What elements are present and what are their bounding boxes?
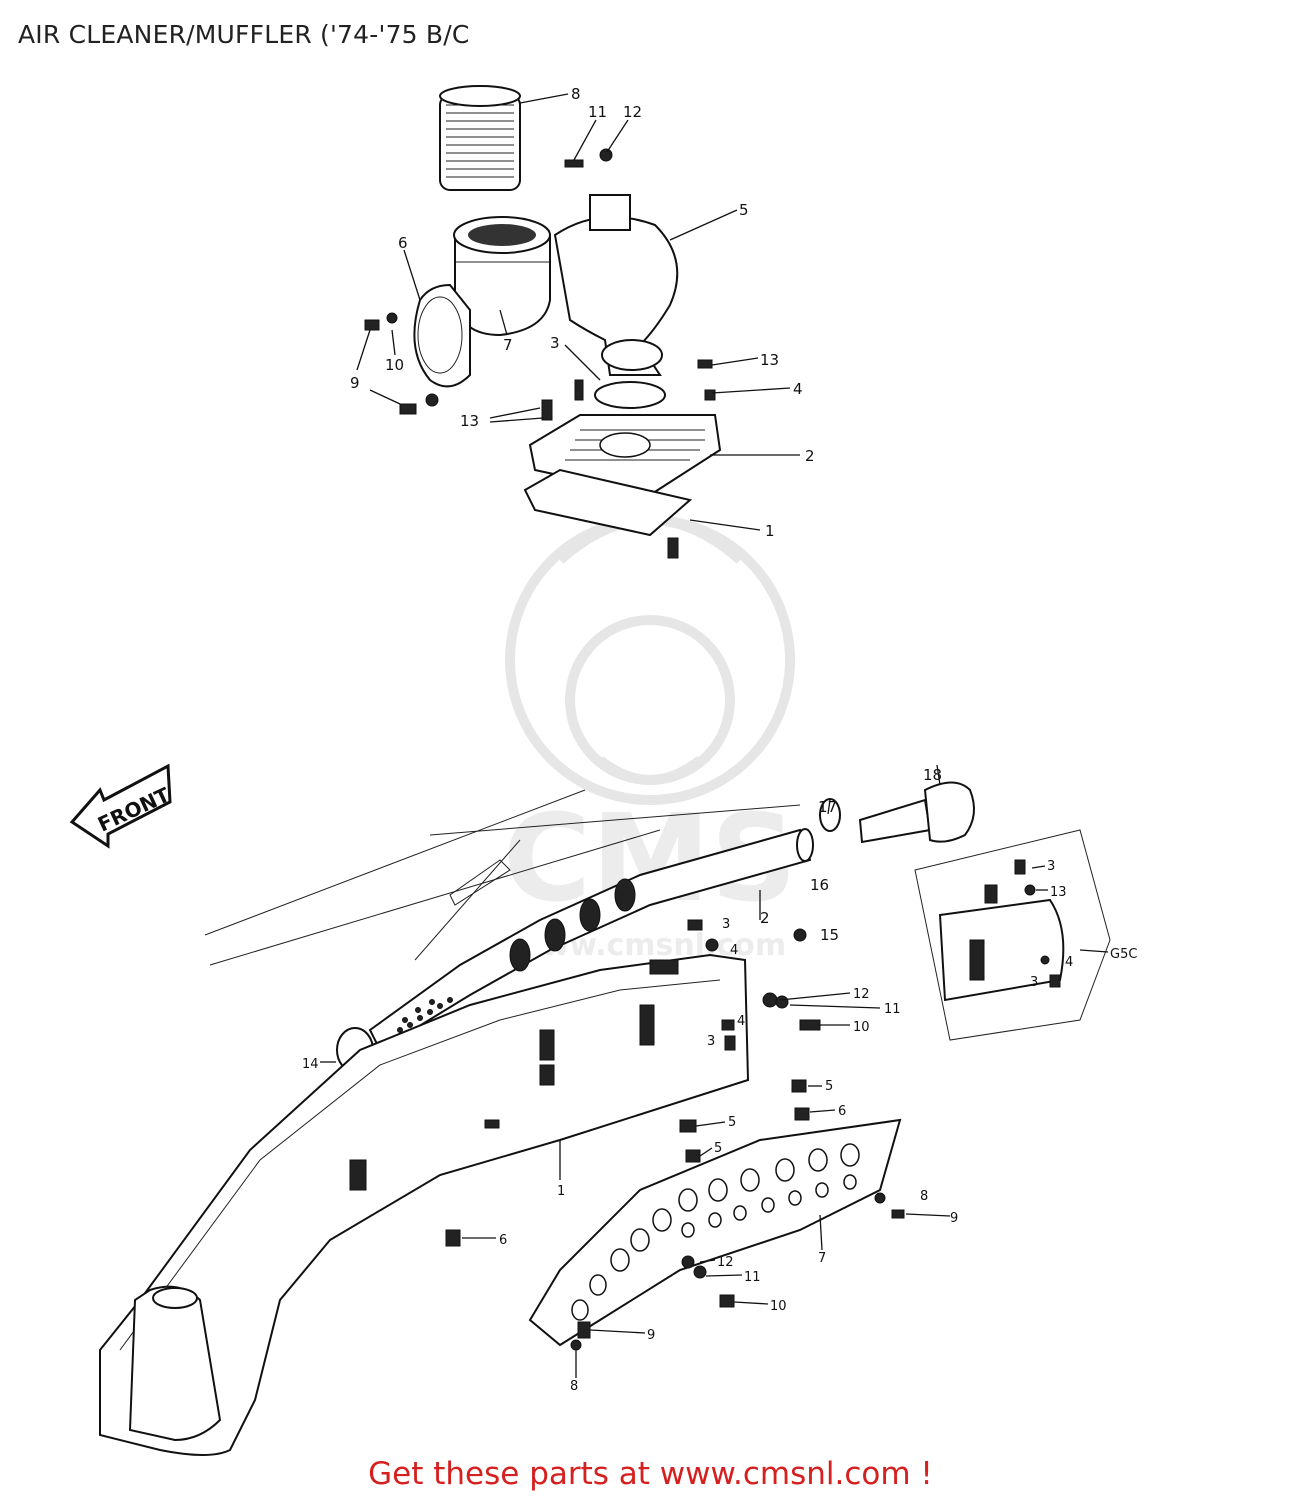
callout-5-b: 5 (728, 1115, 736, 1130)
callout-14: 14 (302, 1057, 319, 1072)
get-parts-link[interactable]: Get these parts at www.cmsnl.com ! (368, 1456, 933, 1492)
filter-element (439, 85, 521, 191)
callout-13-detail: 13 (1050, 885, 1067, 900)
callout-12-b: 12 (717, 1255, 734, 1270)
intake-duct (553, 194, 679, 376)
callout-9-a: 9 (950, 1211, 958, 1226)
bolt-set-upper (364, 148, 716, 559)
callout-9: 9 (350, 374, 360, 392)
callout-3-detail: 3 (1047, 859, 1055, 874)
callout-13-left: 13 (460, 412, 479, 430)
callout-6-b: 6 (499, 1233, 507, 1248)
callout-8: 8 (571, 85, 581, 103)
callout-4-lower-a: 4 (730, 943, 738, 958)
front-arrow: FRONT (69, 763, 174, 849)
callout-11-lower: 11 (884, 1002, 901, 1017)
callout-5-a: 5 (825, 1079, 833, 1094)
callout-7: 7 (503, 336, 513, 354)
callout-3-lower-b: 3 (707, 1034, 715, 1049)
callout-3-lower-a: 3 (722, 917, 730, 932)
upper-leaders (356, 93, 800, 531)
callout-4: 4 (793, 380, 803, 398)
cleaner-housing (453, 216, 551, 337)
callout-1: 1 (765, 522, 775, 540)
callout-4-lower-b: 4 (737, 1014, 745, 1029)
callout-16: 16 (810, 876, 829, 894)
callout-13-right: 13 (760, 351, 779, 369)
detail-box-g5c (914, 829, 1111, 1041)
callout-17: 17 (818, 798, 837, 816)
end-cap (413, 283, 471, 388)
callout-6-a: 6 (838, 1104, 846, 1119)
callout-6: 6 (398, 234, 408, 252)
callout-15: 15 (820, 926, 839, 944)
bolt-set-lower (445, 919, 905, 1351)
callout-5-c: 5 (714, 1141, 722, 1156)
callout-2: 2 (805, 447, 815, 465)
gasket-ring (594, 381, 666, 409)
callout-11: 11 (588, 103, 607, 121)
callout-8-a: 8 (920, 1189, 928, 1204)
callout-10: 10 (385, 356, 404, 374)
air-cleaner-assembly (364, 85, 722, 559)
callout-3-detail-b: 3 (1030, 975, 1038, 990)
callout-10-lower: 10 (853, 1020, 870, 1035)
callout-8-b: 8 (570, 1379, 578, 1394)
callout-7-lower: 7 (818, 1251, 826, 1266)
spacer-ring (819, 798, 841, 832)
callout-12-lower: 12 (853, 987, 870, 1002)
callout-12: 12 (623, 103, 642, 121)
callout-4-detail: 4 (1065, 955, 1073, 970)
base-gasket (523, 468, 693, 537)
page-title: AIR CLEANER/MUFFLER ('74-'75 B/C (18, 20, 470, 49)
callout-10-b: 10 (770, 1299, 787, 1314)
callout-5: 5 (739, 201, 749, 219)
muffler-assembly (99, 781, 1111, 1456)
callout-11-b: 11 (744, 1270, 761, 1285)
callout-9-b: 9 (647, 1328, 655, 1343)
callout-18: 18 (923, 766, 942, 784)
callout-3: 3 (550, 334, 560, 352)
group-label: G5C (1110, 947, 1137, 962)
callout-1-lower: 1 (557, 1184, 565, 1199)
heat-guard (528, 1118, 902, 1347)
lower-leaders (320, 764, 1109, 1378)
silencer-cap (858, 781, 975, 844)
callout-2-lower: 2 (760, 909, 770, 927)
